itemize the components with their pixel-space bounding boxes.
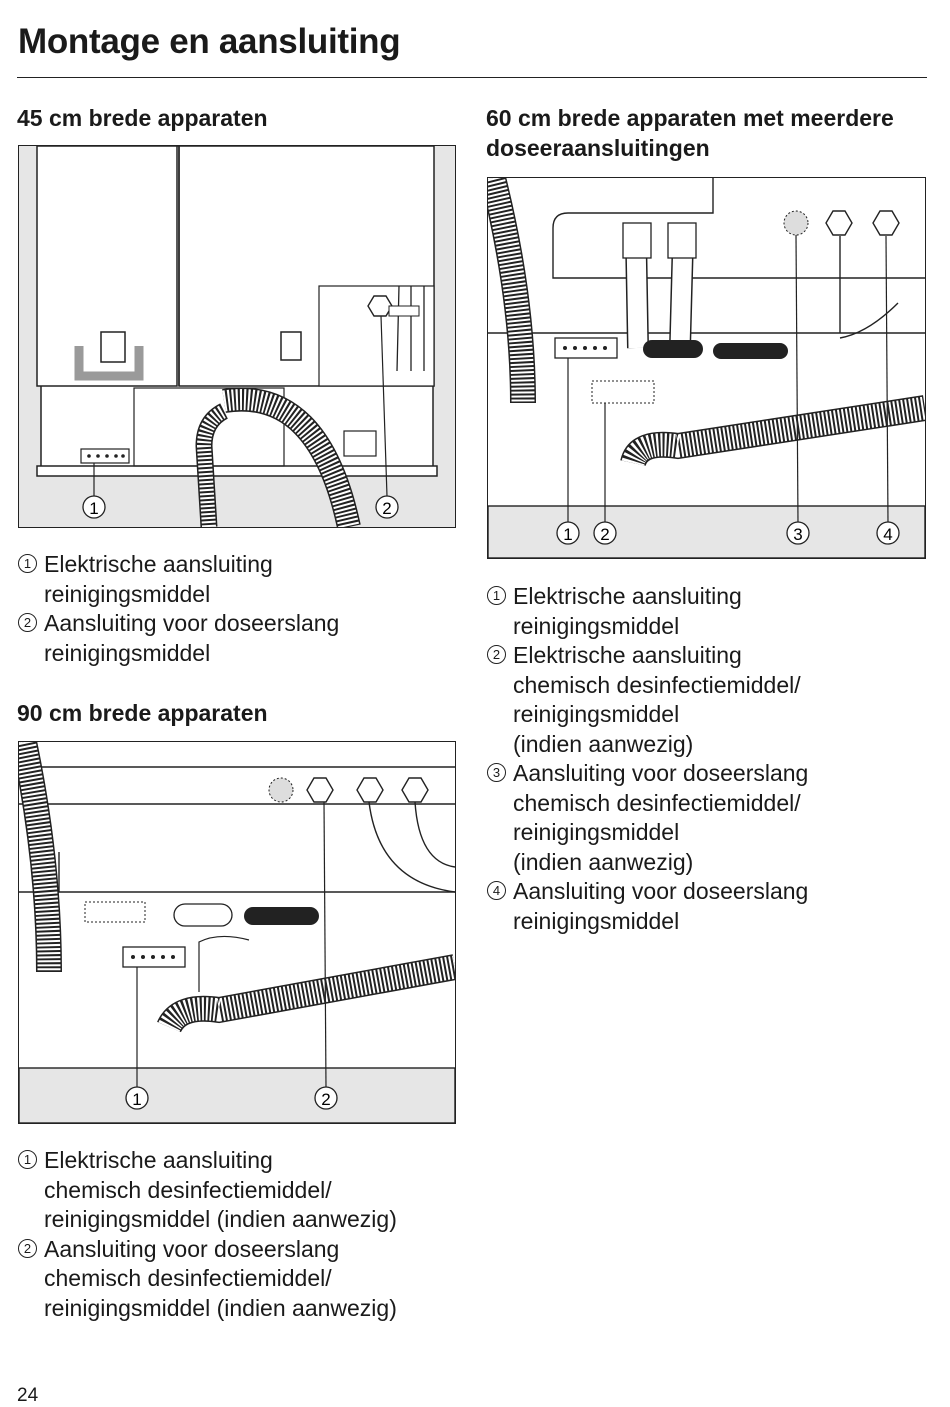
illustration-90cm: 1 2 [19,742,455,1123]
figure-60cm: 1 2 3 4 [487,177,926,559]
callout-90-2: 2 [314,1086,338,1110]
svg-text:2: 2 [382,499,391,518]
illustration-60cm: 1 2 3 4 [488,178,925,558]
legend-90cm: 1 Elektrische aansluiting chemisch desin… [18,1146,397,1323]
legend-number: 1 [18,554,37,573]
svg-text:2: 2 [600,525,609,544]
legend-item: 4 Aansluiting voor doseerslang reiniging… [487,877,808,936]
legend-item: 2 Aansluiting voor doseerslang reiniging… [18,609,339,668]
svg-text:1: 1 [89,499,98,518]
legend-number: 2 [18,613,37,632]
page-title: Montage en aansluiting [18,22,401,61]
legend-text: Aansluiting voor doseerslang reinigingsm… [44,610,340,666]
legend-number: 1 [18,1150,37,1169]
callout-45-1: 1 [82,495,106,519]
callout-60-2: 2 [593,521,617,545]
svg-text:1: 1 [132,1090,141,1109]
legend-text: Aansluiting voor doseerslang reinigingsm… [513,878,809,934]
legend-45cm: 1 Elektrische aansluiting reinigingsmidd… [18,550,339,668]
legend-number: 2 [487,645,506,664]
legend-number: 3 [487,763,506,782]
title-rule [17,77,927,78]
callout-60-1: 1 [556,521,580,545]
legend-number: 2 [18,1238,37,1258]
legend-number: 4 [487,881,506,900]
legend-60cm: 1 Elektrische aansluiting reinigingsmidd… [487,582,808,936]
legend-text: Elektrische aansluiting reinigingsmiddel [513,583,742,639]
figure-90cm: 1 2 [18,741,456,1124]
legend-item: 1 Elektrische aansluiting reinigingsmidd… [487,582,808,641]
callout-60-3: 3 [786,521,810,545]
legend-item: 2 Aansluiting voor doseerslang chemisch … [18,1235,397,1324]
figure-45cm: 1 2 [18,145,456,528]
svg-text:4: 4 [883,525,892,544]
heading-90cm: 90 cm brede apparaten [17,700,268,726]
legend-text: Elektrische aansluiting reinigingsmiddel [44,551,273,607]
illustration-45cm: 1 2 [19,146,455,527]
legend-text: Aansluiting voor doseerslang chemisch de… [513,760,809,875]
svg-text:1: 1 [563,525,572,544]
legend-item: 2 Elektrische aansluiting chemisch desin… [487,641,808,759]
page-number: 24 [17,1385,39,1406]
heading-60cm: 60 cm brede apparaten met meerdere dosee… [486,105,894,161]
heading-45cm: 45 cm brede apparaten [17,105,268,131]
callout-90-1: 1 [125,1086,149,1110]
svg-text:2: 2 [321,1090,330,1109]
callout-60-4: 4 [876,521,900,545]
legend-item: 1 Elektrische aansluiting chemisch desin… [18,1146,397,1235]
legend-item: 1 Elektrische aansluiting reinigingsmidd… [18,550,339,609]
legend-text: Elektrische aansluiting chemisch desinfe… [44,1147,397,1232]
legend-number: 1 [487,586,506,605]
legend-item: 3 Aansluiting voor doseerslang chemisch … [487,759,808,877]
callout-45-2: 2 [375,495,399,519]
svg-text:3: 3 [793,525,802,544]
legend-text: Elektrische aansluiting chemisch desinfe… [513,642,801,757]
legend-text: Aansluiting voor doseerslang chemisch de… [44,1235,397,1321]
